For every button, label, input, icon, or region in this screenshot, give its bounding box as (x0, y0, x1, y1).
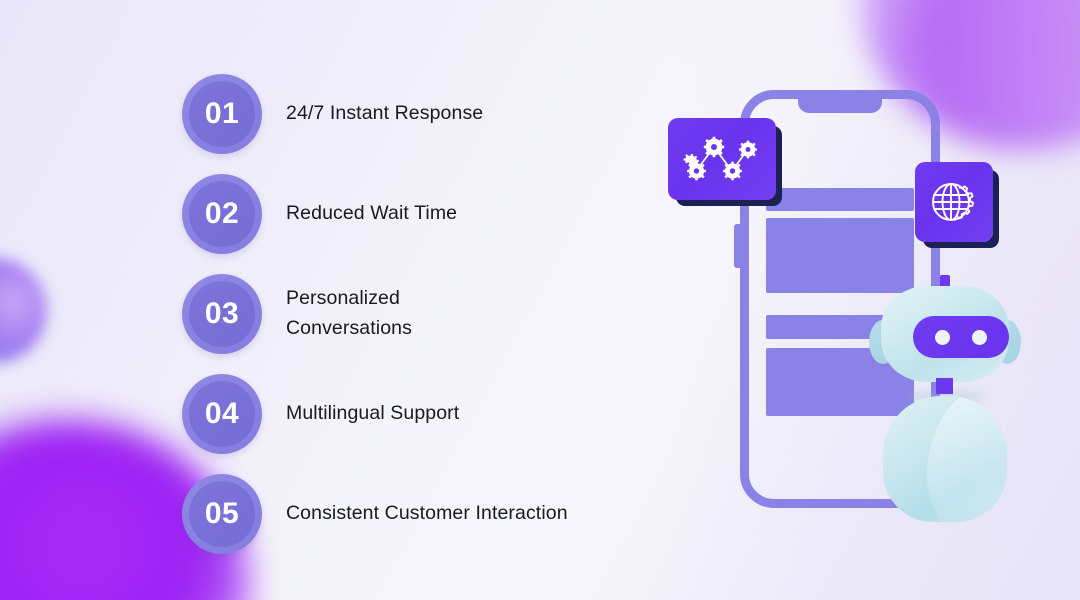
chatbot-illustration (650, 60, 1080, 530)
robot-body (883, 396, 1007, 522)
globe-card[interactable] (915, 162, 993, 242)
benefit-number: 01 (204, 97, 240, 130)
robot-antenna (940, 275, 950, 293)
benefit-label: Multilingual Support (286, 402, 460, 425)
phone-side-button (734, 224, 741, 268)
phone-notch (798, 98, 882, 113)
chatbot-robot-icon[interactable] (865, 275, 1025, 522)
robot-head (881, 286, 1009, 382)
list-item[interactable]: 05 Consistent Customer Interaction (182, 472, 568, 556)
analytics-gears-icon (683, 136, 757, 181)
list-item[interactable]: 02 Reduced Wait Time (182, 172, 457, 256)
screen-content-block (766, 218, 914, 293)
benefit-number-badge: 04 (182, 374, 262, 454)
decorative-blob-left-edge (0, 258, 47, 363)
globe-gear-icon (932, 183, 974, 221)
list-item[interactable]: 03 Personalized Conversations (182, 272, 412, 356)
analytics-card[interactable] (668, 118, 776, 200)
robot-body-highlight (912, 396, 1007, 522)
benefit-number-badge: 05 (182, 474, 262, 554)
benefit-number: 03 (204, 297, 240, 330)
benefit-number-badge: 03 (182, 274, 262, 354)
benefit-number: 04 (204, 397, 240, 430)
benefit-label: 24/7 Instant Response (286, 102, 484, 125)
robot-eye-right (972, 329, 987, 345)
list-item[interactable]: 04 Multilingual Support (182, 372, 459, 456)
benefit-number: 05 (204, 497, 240, 530)
benefit-label: Personalized Conversations (286, 287, 412, 339)
benefit-number-badge: 02 (182, 174, 262, 254)
benefit-label: Reduced Wait Time (286, 202, 458, 225)
robot-neck (936, 378, 953, 394)
benefit-label: Consistent Customer Interaction (286, 502, 568, 525)
robot-visor (913, 316, 1009, 358)
benefit-number-badge: 01 (182, 74, 262, 154)
screen-content-bar (766, 188, 914, 211)
robot-eye-left (935, 329, 950, 345)
list-item[interactable]: 01 24/7 Instant Response (182, 72, 483, 156)
benefit-number: 02 (204, 197, 240, 230)
